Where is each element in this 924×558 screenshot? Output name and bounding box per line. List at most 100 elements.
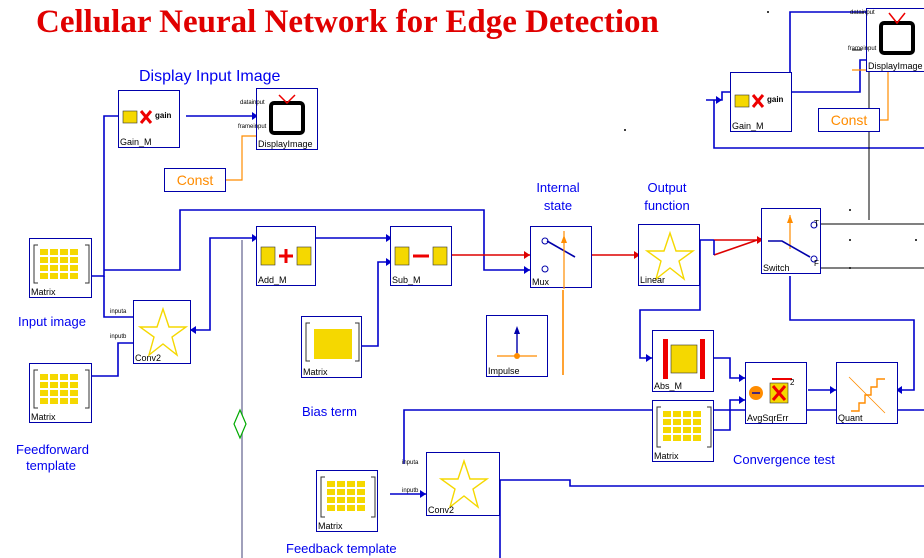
block-conv2-feedback[interactable]: Conv2 bbox=[426, 452, 500, 516]
block-gain-m-right[interactable]: gain Gain_M bbox=[730, 72, 792, 132]
block-name: Matrix bbox=[303, 367, 328, 377]
wire-feedback-top bbox=[713, 100, 924, 149]
wire-bias-to-sub bbox=[362, 261, 392, 347]
label-feedback-template: Feedback template bbox=[286, 541, 397, 556]
gain-icon bbox=[734, 94, 765, 108]
avg-sqr-err-icon: 2 bbox=[749, 378, 795, 404]
label-feedforward-2: template bbox=[26, 458, 76, 473]
block-const-right[interactable]: Const bbox=[818, 108, 880, 132]
block-matrix-bias[interactable]: Matrix bbox=[301, 316, 362, 378]
wire-input-to-gain bbox=[92, 115, 118, 277]
wire-gain2-in bbox=[789, 11, 866, 116]
label-output-function-2: function bbox=[644, 198, 690, 213]
block-name: Matrix bbox=[318, 521, 343, 531]
block-name: Matrix bbox=[654, 451, 679, 461]
matrix-icon bbox=[320, 476, 376, 518]
port-frameinput: frameinput bbox=[848, 46, 877, 52]
port-datainput: datainput bbox=[240, 100, 265, 106]
label-bias-term: Bias term bbox=[302, 404, 357, 419]
display-icon bbox=[269, 94, 305, 135]
block-name: Mux bbox=[532, 277, 550, 287]
label-feedforward-1: Feedforward bbox=[16, 442, 89, 457]
label-internal-state-2: state bbox=[543, 198, 573, 213]
block-quant[interactable]: Quant bbox=[836, 362, 898, 424]
block-sub-m[interactable]: Sub_M bbox=[390, 226, 452, 286]
junction-diamond-icon bbox=[233, 408, 247, 440]
block-name: DisplayImage bbox=[868, 61, 923, 71]
matrix-icon bbox=[33, 369, 90, 409]
block-add-m[interactable]: Add_M bbox=[256, 226, 316, 286]
switch-port-t: T bbox=[814, 219, 819, 228]
port-datainput: datainput bbox=[850, 10, 875, 16]
subtract-icon bbox=[394, 246, 448, 266]
quantizer-icon bbox=[848, 376, 886, 414]
label-internal-state-1: Internal bbox=[536, 180, 580, 195]
display-icon bbox=[879, 12, 915, 55]
port-inputa: inputa bbox=[110, 309, 127, 315]
svg-text:2: 2 bbox=[790, 378, 795, 387]
block-name: Matrix bbox=[31, 412, 56, 422]
linear-star-icon bbox=[644, 230, 696, 281]
block-matrix-feedforward[interactable]: Matrix bbox=[29, 363, 92, 423]
label-convergence-test: Convergence test bbox=[733, 452, 835, 467]
gain-label: gain bbox=[155, 111, 172, 120]
port-inputa: inputa bbox=[402, 460, 419, 466]
mux-switch-icon bbox=[541, 231, 576, 289]
label-output-function-1: Output bbox=[647, 180, 687, 195]
wire-switch-loop bbox=[789, 276, 915, 391]
matrix-icon bbox=[656, 406, 712, 448]
label-input-image: Input image bbox=[18, 314, 86, 329]
wire-linear-to-switch bbox=[713, 237, 764, 256]
block-name: Add_M bbox=[258, 275, 287, 285]
wire-input-to-conv2a bbox=[103, 276, 133, 318]
block-gain-m-left[interactable]: gain Gain_M bbox=[118, 90, 180, 148]
port-frameinput: frameinput bbox=[238, 124, 267, 130]
block-mux[interactable]: Mux bbox=[530, 226, 592, 289]
block-matrix-feedback[interactable]: Matrix bbox=[316, 470, 378, 532]
block-name: AvgSqrErr bbox=[747, 413, 789, 423]
wire-const-to-display bbox=[226, 135, 258, 181]
impulse-icon bbox=[497, 326, 537, 359]
block-name: Gain_M bbox=[120, 137, 152, 147]
abs-icon bbox=[663, 339, 705, 379]
wire-conv2b-out bbox=[500, 479, 924, 487]
diagram-title: Cellular Neural Network for Edge Detecti… bbox=[36, 4, 659, 40]
block-name: Matrix bbox=[31, 287, 56, 297]
block-matrix-convergence[interactable]: Matrix bbox=[652, 400, 714, 462]
wire-conv2-to-add bbox=[190, 237, 258, 331]
block-impulse[interactable]: Impulse bbox=[486, 315, 548, 377]
block-abs-m[interactable]: Abs_M bbox=[652, 330, 714, 392]
switch-port-f: F bbox=[814, 259, 819, 268]
wire-matrix-to-avg bbox=[714, 399, 745, 431]
block-name: Conv2 bbox=[135, 353, 162, 363]
wire-ff-to-conv2b bbox=[92, 342, 133, 377]
block-name: Conv2 bbox=[428, 505, 455, 515]
block-name: Sub_M bbox=[392, 275, 421, 285]
block-switch[interactable]: T F Switch bbox=[761, 208, 821, 274]
conv2-star-icon bbox=[438, 458, 490, 509]
switch-icon bbox=[768, 215, 818, 263]
matrix-icon bbox=[305, 322, 360, 362]
block-name: Abs_M bbox=[654, 381, 683, 391]
block-display-image-left[interactable]: DisplayImage bbox=[256, 88, 318, 150]
wire-top-to-mux bbox=[104, 209, 530, 271]
block-name: DisplayImage bbox=[258, 139, 313, 149]
conv2-star-icon bbox=[137, 306, 189, 357]
block-name: Gain_M bbox=[732, 121, 764, 131]
port-inputb: inputb bbox=[110, 334, 127, 340]
block-name: Quant bbox=[838, 413, 863, 423]
block-name: Impulse bbox=[488, 366, 520, 376]
block-const-left[interactable]: Const bbox=[164, 168, 226, 192]
gain-label: gain bbox=[767, 95, 784, 104]
block-linear[interactable]: Linear bbox=[638, 224, 700, 286]
block-display-image-right[interactable]: DisplayImage bbox=[866, 8, 924, 72]
block-name: Switch bbox=[763, 263, 790, 273]
block-conv2-feedforward[interactable]: Conv2 bbox=[133, 300, 191, 364]
block-name: Linear bbox=[640, 275, 666, 285]
block-matrix-input-image[interactable]: Matrix bbox=[29, 238, 92, 298]
add-icon bbox=[260, 246, 312, 266]
label-display-input-image: Display Input Image bbox=[139, 68, 281, 85]
block-avg-sqr-err[interactable]: 2 AvgSqrErr bbox=[745, 362, 807, 424]
wire-abs-to-avg bbox=[714, 357, 745, 379]
